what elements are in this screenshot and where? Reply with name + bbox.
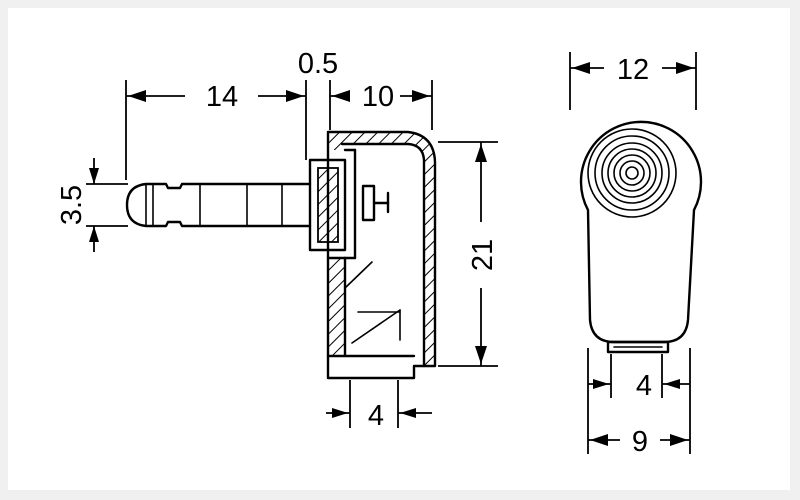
side-dimensions: 14 0.5 10 3.5 21 4 [56, 48, 499, 432]
dim-14-arrow-left [128, 90, 146, 102]
dim-14-label: 14 [206, 81, 238, 113]
dim-9-arrow-right [670, 434, 688, 446]
dim-4-front-label: 4 [636, 370, 652, 402]
dim-10-arrow-left [332, 90, 350, 102]
dim-3.5-arrow-bottom [89, 226, 99, 242]
side-view [125, 130, 437, 380]
plug-pin [125, 182, 312, 228]
front-bottom-tab [606, 340, 670, 354]
front-view [579, 120, 703, 354]
dim-9-label: 9 [632, 426, 648, 458]
drawing-frame [8, 8, 790, 490]
dim-4-front-arrow-left [593, 379, 609, 389]
dim-12-arrow-right [676, 62, 694, 74]
dim-12-arrow-left [572, 62, 590, 74]
socket-rings [587, 128, 677, 218]
dim-4-side-arrow-left [332, 408, 348, 418]
dim-10-arrow-right [412, 90, 430, 102]
housing [326, 130, 437, 380]
dim-4-side-arrow-right [400, 408, 416, 418]
contact-block [308, 148, 357, 260]
dim-10-label: 10 [362, 81, 394, 113]
dim-0.5-label: 0.5 [298, 48, 338, 80]
dim-9-arrow-left [590, 434, 608, 446]
dim-14-arrow-right [286, 90, 304, 102]
dim-4-front-arrow-right [664, 379, 680, 389]
dim-4-side-label: 4 [368, 400, 384, 432]
front-dimensions: 12 4 9 [569, 52, 697, 458]
dim-3.5-arrow-top [89, 168, 99, 184]
dim-21-arrow-bottom [475, 346, 487, 364]
dim-21-label: 21 [467, 239, 499, 271]
dim-12-label: 12 [617, 54, 649, 86]
terminal [361, 184, 390, 222]
dim-21-arrow-top [475, 144, 487, 162]
dim-3.5-label: 3.5 [56, 185, 88, 225]
